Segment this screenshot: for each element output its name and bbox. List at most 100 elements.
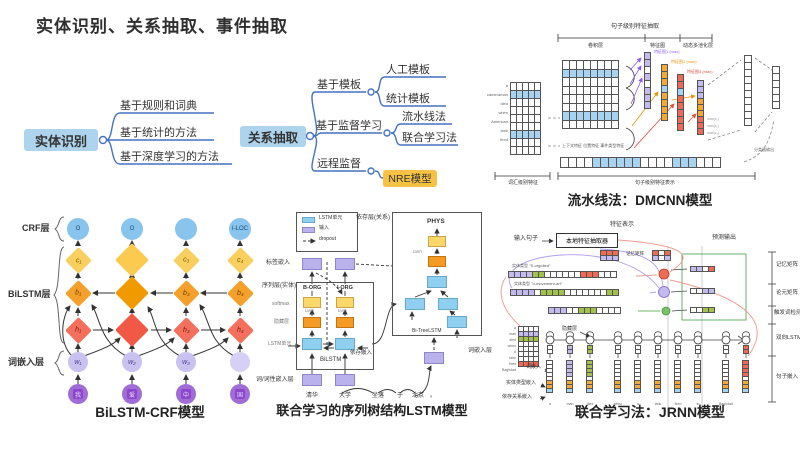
jrnn-word-column bbox=[694, 360, 701, 393]
lstm-box bbox=[335, 338, 355, 350]
entity-branch-deeplearning: 基于深度学习的方法 bbox=[120, 151, 219, 163]
jrnn-right-label-memory: 记忆矩阵 bbox=[776, 262, 799, 268]
dmcnn-featmap2-column bbox=[661, 64, 668, 121]
relation-map-root-node: 关系抽取 bbox=[240, 126, 306, 147]
label-embed-input bbox=[302, 258, 322, 270]
jrnn-word-column bbox=[566, 360, 573, 393]
jrnn-row-label: 实体类型 "o-movement-art" bbox=[514, 281, 563, 286]
hidden-box bbox=[336, 317, 354, 328]
tag-borg: B-ORG bbox=[303, 285, 322, 291]
hidden-box bbox=[428, 256, 446, 267]
relation-leaf-statistic-template: 统计模板 bbox=[386, 93, 430, 105]
forward-lstm-diamond: h₄ bbox=[227, 317, 254, 344]
jrnn-memory-label: 记忆矩阵 bbox=[626, 251, 644, 256]
label-embed-input bbox=[335, 258, 355, 270]
jrnn-unit-cells bbox=[723, 345, 729, 354]
softmax-label: softmax bbox=[272, 301, 290, 307]
input-char-circle: 爱 bbox=[122, 384, 142, 404]
backward-lstm-diamond: b₄ bbox=[227, 280, 254, 307]
jrnn-unit-cells bbox=[655, 345, 661, 354]
dmcnn-lexical-grid bbox=[510, 82, 541, 155]
relation-leaf-nre-node: NRE模型 bbox=[383, 170, 437, 187]
word-embedding-circle bbox=[230, 352, 250, 372]
dmcnn-featmap3-column bbox=[677, 74, 684, 131]
legend-dropout-label: dropout bbox=[319, 236, 336, 242]
relation-leaf-pipeline: 流水线法 bbox=[402, 111, 446, 123]
jrnn-feature-row-c bbox=[548, 307, 621, 314]
jrnn-word-column bbox=[674, 360, 681, 393]
word-embed-input bbox=[335, 374, 355, 386]
jrnn-memory-grid-1 bbox=[600, 250, 619, 261]
bilstm-crf-braces bbox=[53, 216, 65, 376]
backward-lstm-diamond: b₁ bbox=[65, 280, 92, 307]
word-embedding-circle: w₃ bbox=[176, 352, 196, 372]
relation-leaf-joint: 联合学习法 bbox=[402, 132, 457, 144]
dmcnn-featmap1-label: 特征图1 (max) bbox=[654, 49, 680, 54]
backward-lstm-diamond: b₃ bbox=[173, 280, 200, 307]
sentence-word: 清华 bbox=[306, 393, 319, 399]
sentence-word: 北京 bbox=[412, 393, 425, 399]
bilstm-crf-caption: BiLSTM-CRF模型 bbox=[95, 405, 205, 420]
crf-tag-circle: O bbox=[67, 218, 89, 240]
jrnn-matrix-word: tank bbox=[509, 356, 516, 360]
jrnn-unit-cells bbox=[615, 345, 621, 354]
jrnn-unit-cells bbox=[635, 345, 641, 354]
relation-branch-distant: 远程监督 bbox=[317, 158, 361, 170]
dmcnn-featmap2-label: 特征图2 (max) bbox=[671, 59, 697, 64]
relation-branch-supervised: 基于监督学习 bbox=[316, 120, 382, 132]
dmcnn-featmap3-label: 特征图3 (max) bbox=[687, 69, 713, 74]
jrnn-embedding-matrix bbox=[518, 326, 539, 367]
backward-lstm-diamond bbox=[115, 276, 149, 310]
dmcnn-pooled-column bbox=[697, 80, 704, 135]
jrnn-sentence-word: a bbox=[637, 402, 639, 406]
trigger-detect-dot bbox=[661, 306, 671, 316]
entity-map-root-node: 实体识别 bbox=[24, 129, 98, 151]
jrnn-matrix-word: a bbox=[514, 326, 516, 330]
jrnn-sentence-word: tank bbox=[654, 402, 662, 406]
jrnn-matrix-word: Baghdad bbox=[501, 368, 516, 372]
forward-lstm-diamond: h₁ bbox=[65, 317, 92, 344]
dmcnn-word: cameraman bbox=[486, 92, 508, 97]
hidden-box bbox=[303, 317, 321, 328]
word-embed-layer-label: 词/词性嵌入层 bbox=[256, 377, 294, 383]
jrnn-sentence-word: man bbox=[566, 402, 574, 406]
treelstm-child-box bbox=[447, 316, 467, 328]
dmcnn-word: when bbox=[498, 110, 508, 115]
jrnn-word-column bbox=[742, 360, 749, 393]
dmcnn-word: a bbox=[505, 83, 508, 88]
jrnn-row-label: 实体类型 "S-org/died" bbox=[512, 263, 551, 268]
tag-iorg: I-ORG bbox=[337, 285, 353, 291]
jrnn-unit-cells bbox=[567, 345, 573, 354]
bilstm-label: BiLSTM bbox=[320, 357, 342, 363]
sentence-word: 大学 bbox=[339, 393, 352, 399]
jrnn-dep-embed-label: 依存关系嵌入 bbox=[502, 394, 533, 400]
jrnn-sentence-word: Baghdad bbox=[718, 402, 733, 406]
argument-memory-dot bbox=[658, 286, 670, 298]
jrnn-extractor-box: 本地特征抽取器 bbox=[556, 233, 618, 248]
jrnn-unit-cells bbox=[675, 345, 681, 354]
jrnn-word-embed-label: 词嵌入 bbox=[526, 364, 542, 370]
sentence-word: 。 bbox=[430, 393, 437, 399]
jrnn-memory-out-row bbox=[690, 266, 715, 272]
c-state-diamond: c₁ bbox=[65, 247, 92, 274]
tanh-label: tanh bbox=[413, 249, 422, 254]
sentence-word: 坐落 bbox=[372, 393, 385, 399]
tree-lstm-caption: 联合学习的序列树结构LSTM模型 bbox=[276, 403, 468, 418]
dmcnn-sub-features-label: 上下文特征 位置特征 事件类型特征 bbox=[562, 143, 625, 148]
jrnn-argument-out-row bbox=[690, 288, 715, 294]
dmcnn-max1-label: max(c₁) bbox=[707, 117, 719, 121]
bilstm-layer-embedding: 词嵌入层 bbox=[8, 357, 45, 367]
jrnn-matrix-word: man bbox=[509, 332, 516, 336]
dmcnn-section-conv: 卷积层 bbox=[588, 43, 604, 49]
dmcnn-sentence-label: 句子级别特征表示 bbox=[634, 180, 675, 186]
input-char-circle: 中 bbox=[176, 384, 196, 404]
dep-layer-label: 依存层(关系) bbox=[356, 215, 390, 221]
dep-embed-label: 依存嵌入 bbox=[350, 350, 373, 356]
dmcnn-output-column bbox=[772, 66, 780, 109]
jrnn-matrix-word: fired bbox=[509, 362, 516, 366]
jrnn-sentence-word: fired bbox=[674, 402, 682, 406]
entity-branch-statistic: 基于统计的方法 bbox=[120, 127, 197, 139]
lstm-box bbox=[302, 338, 322, 350]
dmcnn-sentence-grid bbox=[562, 60, 619, 129]
hidden-layer-label: 隐藏层 bbox=[274, 319, 290, 325]
